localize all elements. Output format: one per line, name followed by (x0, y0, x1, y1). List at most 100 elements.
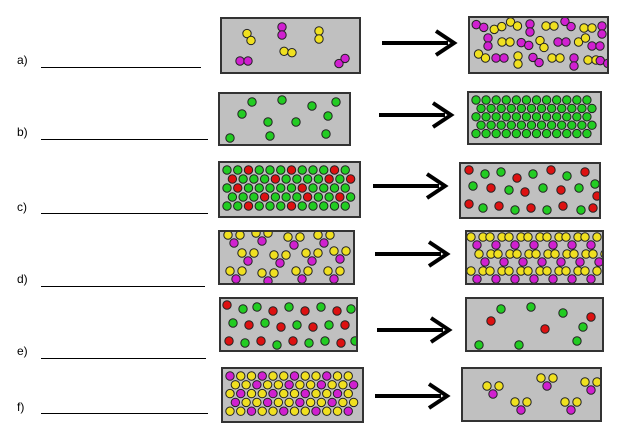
magenta-particle (587, 41, 597, 51)
yellow-particle (311, 371, 321, 381)
yellow-particle (246, 35, 256, 46)
arrow-right-icon (375, 240, 451, 268)
magenta-particle (472, 240, 482, 250)
green-particle (260, 318, 270, 328)
magenta-particle (553, 37, 563, 47)
green-particle (496, 304, 506, 314)
red-particle (512, 173, 522, 183)
green-particle (308, 201, 318, 211)
row-label-c: c) (17, 200, 27, 214)
red-particle (556, 185, 566, 195)
yellow-particle (313, 248, 323, 258)
yellow-particle (560, 397, 570, 407)
yellow-particle (225, 388, 235, 399)
yellow-particle (493, 249, 503, 259)
green-particle (541, 128, 552, 139)
green-particle (276, 183, 286, 193)
red-particle (308, 322, 318, 332)
magenta-particle (594, 257, 602, 267)
magenta-particle (488, 389, 498, 399)
green-particle (481, 95, 491, 105)
magenta-particle (529, 240, 539, 250)
red-particle (297, 183, 307, 193)
green-particle (265, 165, 275, 175)
red-particle (340, 320, 350, 330)
green-particle (468, 181, 478, 191)
green-particle (292, 174, 302, 184)
magenta-particle (537, 257, 547, 267)
red-particle (486, 183, 496, 193)
answer-blank-b[interactable] (41, 139, 208, 140)
green-particle (281, 192, 291, 202)
yellow-particle (225, 406, 235, 416)
yellow-particle (592, 232, 602, 242)
green-particle (237, 109, 247, 119)
green-particle (536, 120, 547, 130)
green-particle (323, 111, 333, 121)
yellow-particle (341, 246, 351, 256)
green-particle (324, 320, 334, 330)
yellow-particle (523, 232, 533, 242)
green-particle (567, 120, 577, 130)
yellow-particle (600, 250, 602, 258)
yellow-particle (504, 266, 514, 276)
red-particle (464, 165, 474, 175)
yellow-particle (348, 397, 359, 408)
green-particle (557, 120, 567, 130)
yellow-particle (305, 397, 316, 408)
green-particle (316, 302, 326, 312)
green-particle (320, 336, 330, 346)
magenta-particle (524, 40, 534, 51)
yellow-particle (311, 388, 321, 399)
yellow-particle (279, 46, 289, 57)
arrow-right-icon (373, 172, 449, 200)
answer-blank-d[interactable] (41, 286, 205, 287)
answer-blank-a[interactable] (41, 67, 201, 68)
answer-blank-c[interactable] (41, 213, 208, 214)
green-particle (471, 128, 481, 139)
green-particle (480, 169, 490, 179)
magenta-particle (316, 380, 327, 390)
red-particle (300, 306, 310, 316)
green-particle (340, 201, 350, 211)
green-particle (531, 95, 542, 105)
red-particle (520, 187, 530, 197)
yellow-particle (322, 388, 332, 399)
green-particle (486, 120, 496, 130)
red-particle (329, 165, 340, 175)
green-particle (340, 165, 350, 175)
green-particle (536, 103, 547, 114)
yellow-particle (242, 28, 252, 39)
yellow-particle (241, 380, 251, 390)
green-particle (587, 103, 597, 114)
green-particle (233, 165, 243, 175)
red-particle (256, 336, 266, 346)
green-particle (582, 128, 592, 139)
green-particle (478, 203, 488, 213)
answer-blank-e[interactable] (41, 358, 206, 359)
green-particle (228, 318, 238, 328)
particle-box-f-before (221, 367, 364, 423)
magenta-particle (295, 397, 305, 408)
green-particle (476, 120, 486, 130)
yellow-particle (522, 397, 532, 407)
magenta-particle (567, 240, 577, 250)
green-particle (558, 308, 568, 318)
green-particle (324, 192, 334, 202)
answer-blank-f[interactable] (41, 413, 208, 414)
green-particle (491, 112, 501, 122)
yellow-particle (592, 266, 602, 276)
green-particle (546, 103, 557, 114)
green-particle (562, 171, 572, 181)
yellow-particle (510, 397, 520, 407)
green-particle (302, 174, 313, 184)
green-particle (562, 95, 572, 105)
yellow-particle (323, 266, 333, 276)
yellow-particle (467, 266, 476, 276)
yellow-particle (316, 397, 327, 408)
arrow-right-icon (377, 316, 453, 344)
magenta-particle (319, 238, 329, 248)
magenta-particle (335, 254, 345, 264)
red-particle (546, 165, 556, 175)
green-particle (506, 103, 516, 114)
